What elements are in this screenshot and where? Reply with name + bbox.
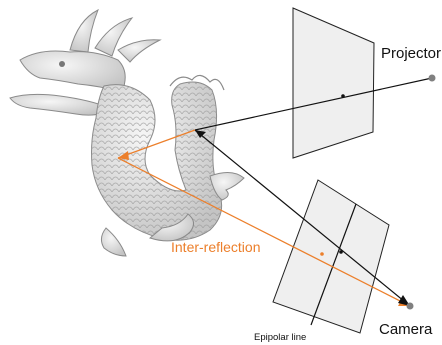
camera-label: Camera [379, 322, 432, 337]
projector-label: Projector [381, 46, 441, 61]
camera-pixel-dot-orange [320, 252, 324, 256]
projector-plane [293, 8, 374, 158]
dragon-model [10, 10, 244, 256]
projector-pixel-dot [341, 94, 345, 98]
camera-center-dot [407, 303, 414, 310]
projector-center-dot [429, 75, 436, 82]
inter-reflection-label: Inter-reflection [171, 240, 260, 254]
camera-plane [273, 180, 389, 333]
camera-pixel-dot-black [339, 250, 343, 254]
epipolar-line-label: Epipolar line [254, 333, 306, 343]
